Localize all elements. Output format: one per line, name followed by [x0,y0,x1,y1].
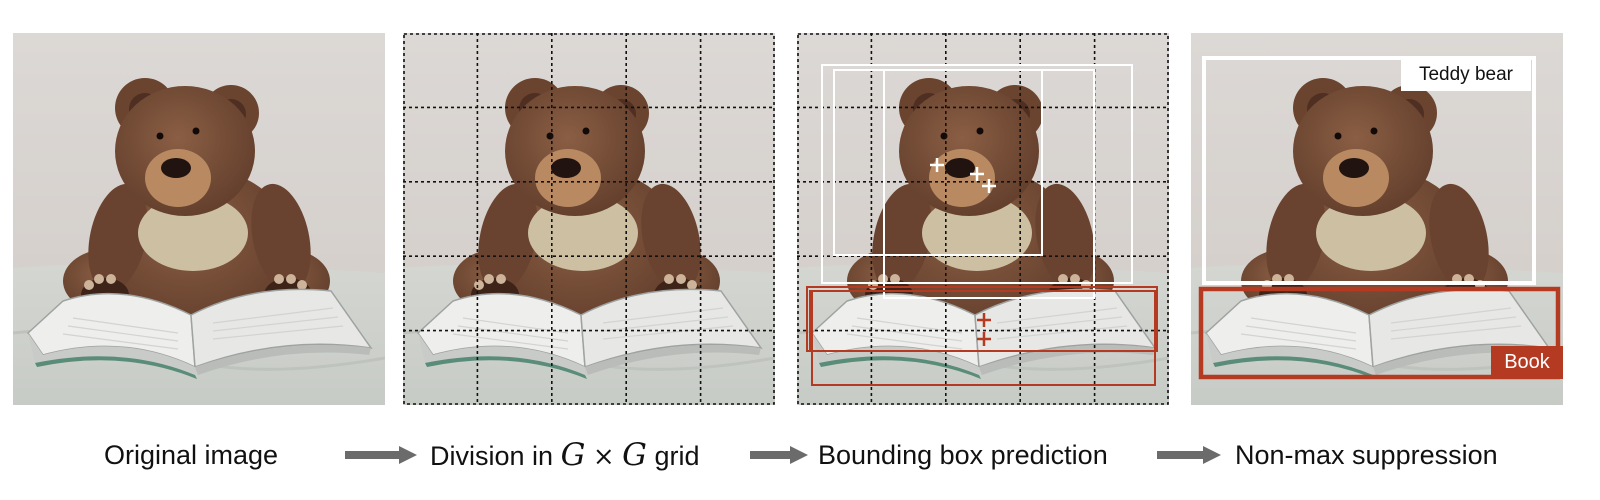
bounding-box-prediction-panel [797,33,1169,405]
grid-size-variable: G [622,437,647,473]
prediction-overlay [797,33,1169,405]
plus-marker-icon [977,332,991,346]
grid-overlay [403,33,775,405]
non-max-suppression-panel: Teddy bear Book [1191,33,1563,405]
grid-size-variable: G [560,437,586,473]
final-boxes-overlay [1198,56,1561,380]
right-arrow-icon [345,446,417,464]
caption-grid-suffix: grid [654,441,700,471]
teddy-bear-final-box [1202,56,1536,285]
teddy-candidate-box [883,69,1095,299]
times-operator: × [592,442,615,472]
plus-marker-icon [977,313,991,327]
caption-original-image: Original image [104,440,279,470]
book-final-box [1198,286,1561,380]
right-arrow-icon [1157,446,1221,464]
grid-division-panel [403,33,775,405]
grid-border [403,33,775,405]
teddy-bear-label: Teddy bear [1401,58,1531,91]
original-image-panel [13,33,385,405]
plus-marker-icon [930,158,944,172]
caption-grid-division: Division in G × G grid [430,435,699,475]
caption-grid-prefix: Division in [430,441,554,471]
book-candidate-box [811,290,1156,386]
caption-bounding-box-prediction: Bounding box prediction [818,440,1108,470]
plus-marker-icon [970,167,984,181]
plus-marker-icon [982,179,996,193]
teddy-candidate-box [821,64,1133,284]
right-arrow-icon [750,446,808,464]
book-label: Book [1491,346,1563,379]
teddy-bear-photo [13,33,385,405]
caption-non-max-suppression: Non-max suppression [1235,440,1498,470]
grid-border [797,33,1169,405]
